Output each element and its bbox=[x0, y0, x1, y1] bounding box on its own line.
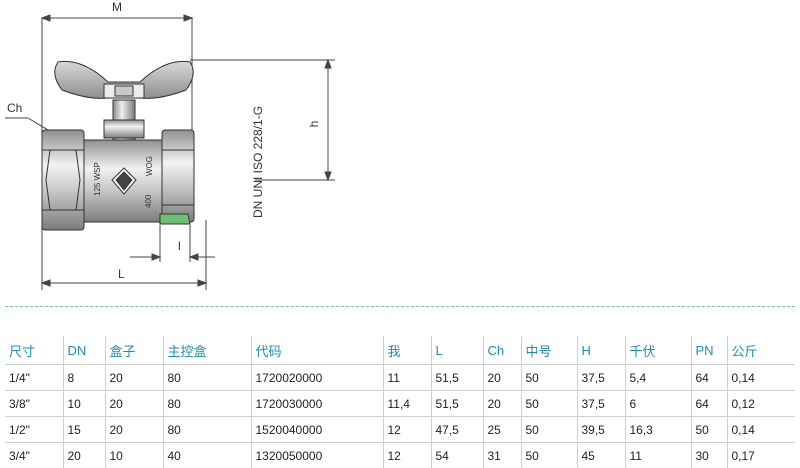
table-cell: 1720030000 bbox=[250, 390, 383, 417]
table-cell: 3/4" bbox=[5, 442, 63, 468]
spec-table: 尺寸 DN 盒子 主控盒 代码 我 L Ch 中号 H 千伏 PN 公斤 1/4… bbox=[5, 336, 795, 468]
table-cell: 12 bbox=[382, 442, 431, 468]
table-cell: 20 bbox=[62, 442, 105, 468]
table-cell: 8 bbox=[62, 364, 105, 391]
body-mark-wog: WOG bbox=[145, 156, 154, 176]
header-cell: 中号 bbox=[520, 336, 577, 365]
table-cell: 20 bbox=[482, 390, 521, 417]
table-cell: 50 bbox=[520, 390, 577, 417]
table-cell: 50 bbox=[520, 416, 577, 443]
table-cell: 1320050000 bbox=[250, 442, 383, 468]
table-cell: 54 bbox=[430, 442, 483, 468]
table-cell: 40 bbox=[162, 442, 251, 468]
table-cell: 0,14 bbox=[726, 364, 795, 391]
table-cell: 1720020000 bbox=[250, 364, 383, 391]
table-cell: 1/4" bbox=[5, 364, 63, 391]
standard-label: DN UNI ISO 228/1-G bbox=[251, 106, 265, 218]
table-cell: 37,5 bbox=[576, 390, 625, 417]
table-cell: 5,4 bbox=[624, 364, 691, 391]
table-cell: 50 bbox=[520, 364, 577, 391]
valve-technical-drawing: M h Ch DN UNI ISO 228/1-G L l bbox=[5, 0, 335, 290]
table-row: 3/4" 20 10 40 1320050000 12 54 31 50 45 … bbox=[5, 442, 795, 468]
header-cell: H bbox=[576, 336, 625, 365]
body-mark-400: 400 bbox=[144, 194, 153, 208]
table-row: 1/2" 15 20 80 1520040000 12 47,5 25 50 3… bbox=[5, 416, 795, 443]
table-cell: 25 bbox=[482, 416, 521, 443]
table-cell: 80 bbox=[162, 364, 251, 391]
butterfly-handle bbox=[54, 60, 194, 99]
dimension-h bbox=[190, 58, 335, 182]
header-cell: L bbox=[430, 336, 483, 365]
table-cell: 51,5 bbox=[430, 364, 483, 391]
dim-m-label: M bbox=[112, 0, 122, 14]
header-cell: Ch bbox=[482, 336, 521, 365]
table-cell: 20 bbox=[104, 416, 163, 443]
table-cell: 16,3 bbox=[624, 416, 691, 443]
table-cell: 20 bbox=[104, 364, 163, 391]
table-row: 1/4" 8 20 80 1720020000 11 51,5 20 50 37… bbox=[5, 364, 795, 391]
table-cell: 80 bbox=[162, 390, 251, 417]
table-cell: 10 bbox=[104, 442, 163, 468]
table-cell: 20 bbox=[104, 390, 163, 417]
header-cell: 尺寸 bbox=[9, 343, 36, 359]
body-mark-125wsp: 125 WSP bbox=[93, 162, 102, 196]
table-cell: 0,12 bbox=[726, 390, 795, 417]
section-divider bbox=[5, 306, 795, 307]
table-cell: 11 bbox=[624, 442, 691, 468]
header-cell: 盒子 bbox=[104, 336, 163, 365]
table-cell: 64 bbox=[690, 364, 727, 391]
dimension-l-thread bbox=[130, 225, 215, 262]
header-cell: 千伏 bbox=[624, 336, 691, 365]
table-cell: 0,14 bbox=[726, 416, 795, 443]
table-cell: 64 bbox=[690, 390, 727, 417]
table-cell: 50 bbox=[520, 442, 577, 468]
table-cell: 80 bbox=[162, 416, 251, 443]
header-cell: 公斤 bbox=[726, 336, 795, 365]
dim-l-total-label: L bbox=[118, 267, 125, 281]
dim-ch-label: Ch bbox=[7, 101, 22, 115]
header-cell: 主控盒 bbox=[162, 336, 251, 365]
table-cell: 12 bbox=[382, 416, 431, 443]
header-cell: 代码 bbox=[250, 336, 383, 365]
table-cell: 1520040000 bbox=[250, 416, 383, 443]
table-cell: 1/2" bbox=[5, 416, 63, 443]
table-cell: 39,5 bbox=[576, 416, 625, 443]
table-cell: 10 bbox=[62, 390, 105, 417]
table-cell: 45 bbox=[576, 442, 625, 468]
header-cell: 我 bbox=[382, 336, 431, 365]
table-cell: 51,5 bbox=[430, 390, 483, 417]
table-cell: 6 bbox=[624, 390, 691, 417]
table-cell: 0,17 bbox=[726, 442, 795, 468]
valve-body bbox=[41, 99, 195, 231]
dimension-ch bbox=[5, 117, 49, 131]
dim-h-label: h bbox=[307, 121, 321, 128]
table-cell: 47,5 bbox=[430, 416, 483, 443]
table-cell: 11,4 bbox=[382, 390, 431, 417]
table-row: 3/8" 10 20 80 1720030000 11,4 51,5 20 50… bbox=[5, 390, 795, 417]
table-cell: 20 bbox=[482, 364, 521, 391]
table-header-row: 尺寸 DN 盒子 主控盒 代码 我 L Ch 中号 H 千伏 PN 公斤 bbox=[5, 336, 795, 365]
header-cell: DN bbox=[62, 336, 105, 365]
table-cell: 15 bbox=[62, 416, 105, 443]
table-cell: 31 bbox=[482, 442, 521, 468]
table-cell: 11 bbox=[382, 364, 431, 391]
dim-l-thread-label: l bbox=[178, 239, 181, 253]
table-cell: 50 bbox=[690, 416, 727, 443]
table-cell: 3/8" bbox=[5, 390, 63, 417]
table-cell: 30 bbox=[690, 442, 727, 468]
table-cell: 37,5 bbox=[576, 364, 625, 391]
header-cell: PN bbox=[690, 336, 727, 365]
